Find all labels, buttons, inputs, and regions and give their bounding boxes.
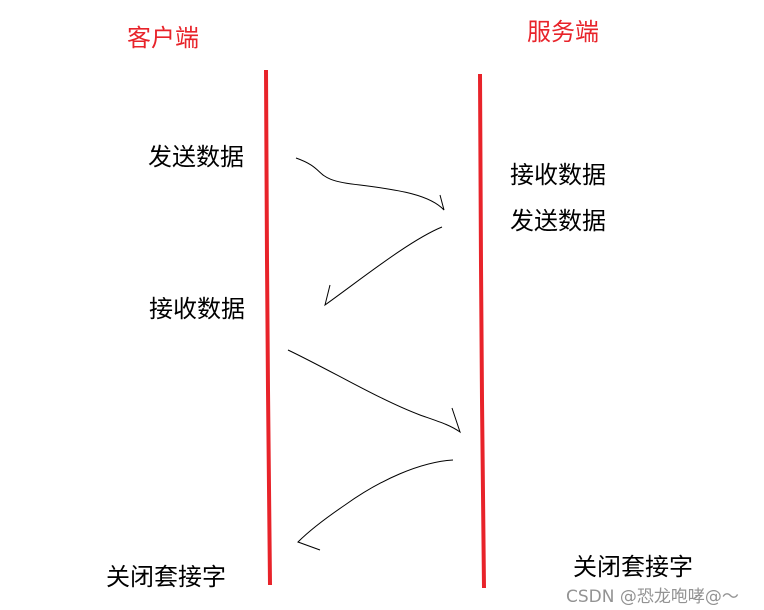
server-step-receive: 接收数据 (510, 161, 606, 189)
arrow-client-to-server-2 (287, 349, 461, 434)
server-step-send: 发送数据 (510, 207, 606, 235)
server-lifeline (478, 73, 486, 589)
arrow-client-to-server-1 (295, 157, 445, 211)
client-step-send: 发送数据 (148, 143, 244, 171)
server-title: 服务端 (527, 18, 599, 46)
client-step-close: 关闭套接字 (106, 563, 226, 591)
watermark: CSDN @恐龙咆哮@～ (566, 587, 739, 607)
arrow-server-to-client-1 (324, 226, 443, 307)
client-step-receive: 接收数据 (149, 295, 245, 323)
server-step-close: 关闭套接字 (573, 553, 693, 581)
client-title: 客户端 (127, 24, 199, 52)
arrow-server-to-client-2 (297, 459, 454, 551)
client-lifeline (264, 69, 272, 586)
